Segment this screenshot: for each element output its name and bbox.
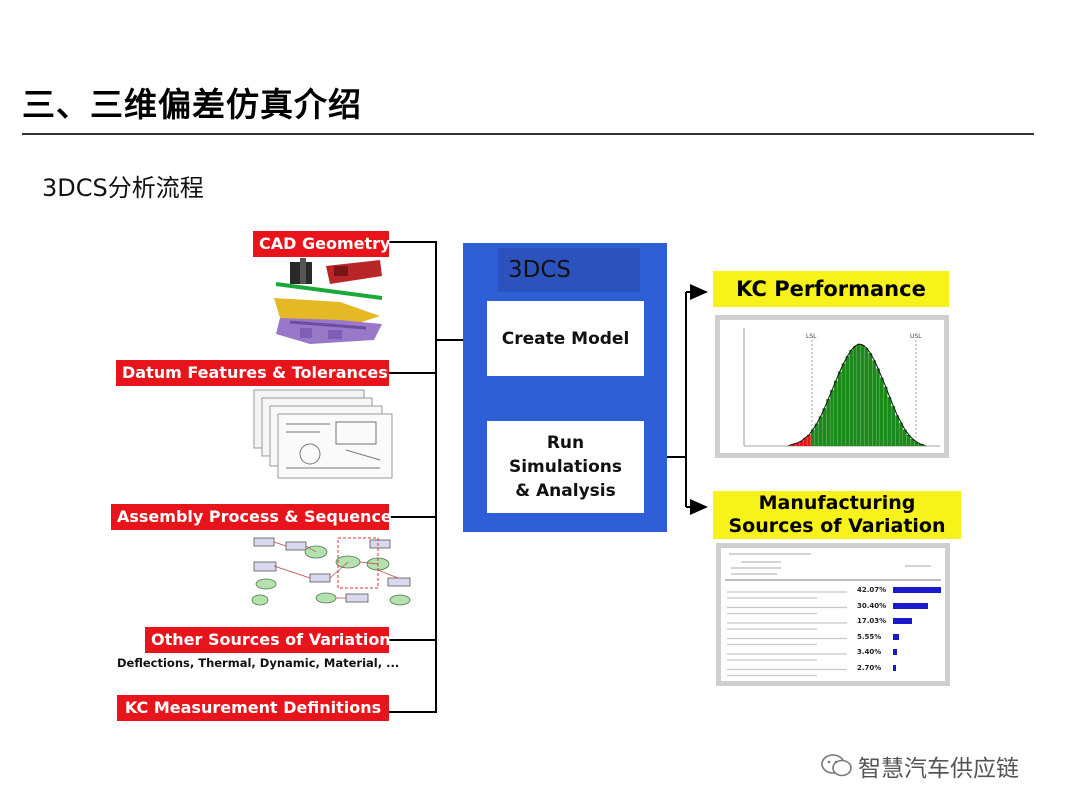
histogram-bar: [803, 437, 807, 446]
histogram-bar: [826, 399, 830, 446]
datum-drawings-image: [253, 389, 393, 479]
histogram-bar: [818, 416, 823, 446]
contributor-percent: 42.07%: [857, 586, 887, 594]
contributor-percent: 2.70%: [857, 663, 882, 672]
assembly-process-label: Assembly Process & Sequence: [111, 504, 392, 530]
wechat-icon: [821, 754, 852, 777]
histogram-bar: [853, 346, 857, 446]
histogram-bar: [872, 360, 876, 446]
contributors-report: 42.07% 30.40% 17.03% 5.55% 3.40% 2.70%: [721, 548, 945, 681]
kc-performance-label: KC Performance: [713, 271, 949, 307]
watermark-text: 智慧汽车供应链: [858, 756, 1019, 782]
histogram-bar: [811, 429, 815, 446]
kc-histogram-chart: LSL USL: [720, 320, 944, 453]
histogram-bar: [791, 443, 796, 446]
contributor-percent: 30.40%: [857, 601, 887, 610]
histogram-bar: [906, 434, 911, 446]
histogram-bar: [914, 441, 919, 446]
histogram-bar: [880, 377, 884, 446]
create-model-label: Create Model: [501, 328, 630, 349]
histogram-bar: [841, 363, 846, 446]
cad-geometry-image: [274, 258, 383, 344]
contributor-percent: 3.40%: [857, 648, 882, 656]
histogram-bar: [814, 423, 819, 446]
contributor-bar: [893, 618, 913, 624]
contributor-bar: [893, 649, 897, 655]
histogram-bar: [887, 397, 892, 446]
histogram-bar: [895, 415, 899, 446]
histogram-bar: [830, 389, 834, 446]
histogram-bar: [864, 348, 869, 446]
mfg-label-line2: Sources of Variation: [728, 515, 946, 537]
contributor-row: 42.07%: [721, 586, 945, 600]
contributor-bar: [893, 587, 941, 593]
histogram-bar: [788, 444, 792, 446]
histogram-bar: [868, 353, 873, 446]
slide-title: 三、三维偏差仿真介绍: [22, 85, 362, 124]
histogram-bar: [860, 345, 865, 446]
histogram-bar: [834, 380, 838, 446]
kc-histogram-panel: LSL USL: [715, 315, 949, 458]
contributor-percent: 5.55%: [857, 632, 882, 641]
normal-curve: [789, 343, 925, 446]
contributor-row: 17.03%: [721, 617, 945, 631]
contributor-row: 5.55%: [721, 633, 945, 647]
lsl-label: LSL: [806, 333, 817, 340]
other-sources-note: Deflections, Thermal, Dynamic, Material,…: [117, 656, 400, 670]
contributors-panel: 42.07% 30.40% 17.03% 5.55% 3.40% 2.70%: [716, 543, 950, 686]
histogram-bar: [857, 344, 861, 446]
histogram-bar: [799, 440, 804, 446]
contributor-row: 30.40%: [721, 602, 945, 616]
run-label-line2: Simulations: [508, 457, 623, 477]
histogram-bar: [807, 434, 811, 446]
histogram-bar: [822, 408, 827, 446]
3dcs-header: 3DCS: [498, 248, 640, 292]
histogram-bar: [891, 406, 896, 446]
run-label-line3: & Analysis: [515, 481, 616, 501]
contributor-percent: 17.03%: [857, 617, 887, 625]
histogram-bars: [788, 344, 926, 446]
usl-label: USL: [910, 333, 922, 340]
create-model-box: Create Model: [487, 301, 644, 376]
histogram-bar: [795, 442, 800, 446]
report-text-lines: [725, 553, 941, 677]
histogram-bar: [918, 443, 922, 446]
mfg-label-line1: Manufacturing: [758, 492, 916, 514]
histogram-bar: [899, 422, 903, 446]
other-sources-label: Other Sources of Variation: [145, 627, 391, 653]
datum-features-label: Datum Features & Tolerances: [116, 360, 389, 386]
assembly-sequence-image: [251, 537, 411, 606]
run-label-line1: Run: [546, 433, 585, 453]
contributor-bar: [893, 633, 900, 640]
histogram-bar: [903, 429, 907, 446]
histogram-bar: [849, 350, 853, 446]
histogram-bar: [837, 371, 842, 446]
contributor-bar: [893, 602, 928, 609]
cad-geometry-label: CAD Geometry: [253, 231, 390, 257]
histogram-bar: [883, 386, 888, 446]
histogram-bar: [922, 444, 926, 446]
contributor-row: 3.40%: [721, 648, 945, 662]
histogram-bar: [910, 438, 915, 446]
histogram-bar: [845, 356, 850, 446]
manufacturing-sources-label: Manufacturing Sources of Variation: [713, 491, 961, 539]
run-simulations-box: Run Simulations & Analysis: [487, 421, 644, 513]
title-divider: [22, 133, 1034, 135]
kc-measurement-label: KC Measurement Definitions: [117, 695, 389, 721]
slide-subtitle: 3DCS分析流程: [42, 174, 204, 202]
contributor-bar: [893, 664, 896, 671]
histogram-bar: [876, 368, 880, 446]
contributor-row: 2.70%: [721, 664, 945, 678]
